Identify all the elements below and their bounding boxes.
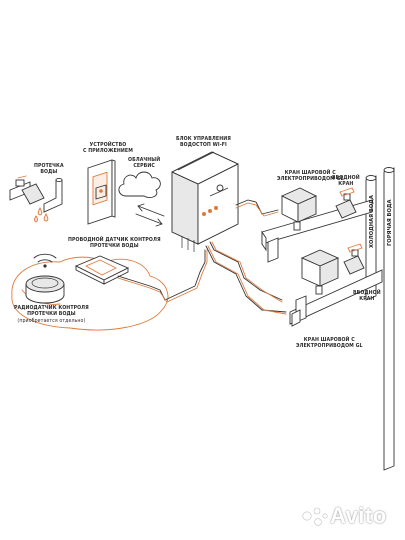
leak-valve-assembly <box>9 175 63 223</box>
label-cold-water: ХОЛОДНАЯ ВОДА <box>369 195 375 248</box>
wifi-signal-icon <box>33 253 57 268</box>
lower-valve-assembly <box>289 243 383 327</box>
radio-sensor <box>25 275 65 304</box>
smartphone-device <box>87 159 116 225</box>
label-hot-water: ГОРЯЧАЯ ВОДА <box>387 199 393 246</box>
wired-sensor <box>74 255 130 285</box>
hot-water-pipe <box>383 167 395 471</box>
watermark-text: Avito <box>330 503 387 528</box>
avito-logo-icon <box>302 507 328 526</box>
control-unit <box>171 151 239 252</box>
upper-valve-assembly <box>261 187 373 263</box>
sync-arrows-icon <box>135 203 165 227</box>
cloud-icon <box>118 171 161 199</box>
